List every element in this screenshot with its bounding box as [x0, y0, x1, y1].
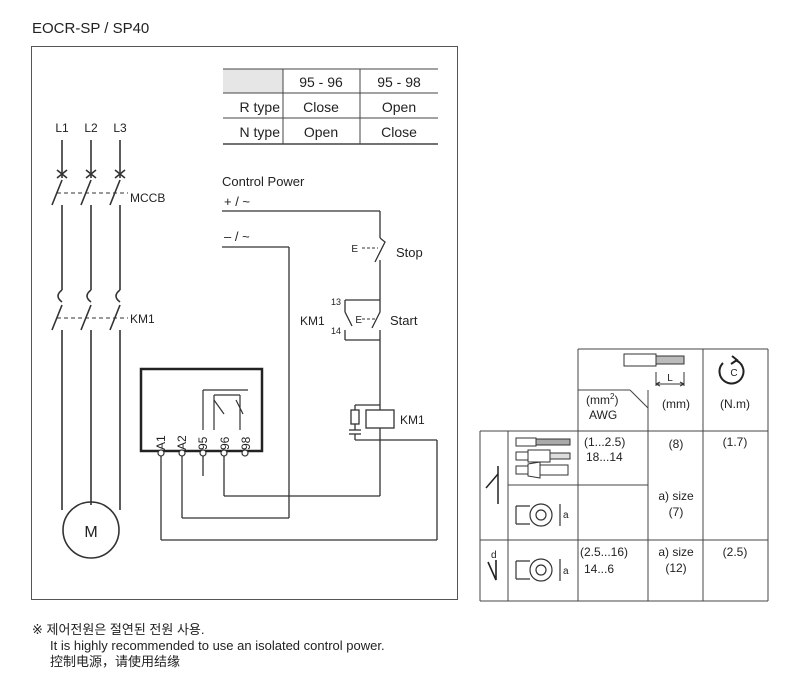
label-km1-aux: KM1	[300, 314, 325, 328]
terminal-96: 96	[218, 436, 232, 450]
screwdriver-phillips-icon	[487, 560, 497, 581]
eocr-terminal-labels: A1 A2 95 96 98	[154, 435, 253, 450]
note-chinese: 控制电源，请使用结缘	[50, 654, 181, 669]
r1-wire-mm2: (1...2.5)	[584, 435, 625, 449]
lug-a-label-2: a	[563, 566, 569, 577]
r1-strip: (8)	[669, 437, 684, 451]
ring-lug-icon-2	[515, 558, 561, 582]
lug-a-label-1: a	[563, 510, 569, 521]
r2-wire-mm2: (2.5...16)	[580, 545, 628, 559]
col-wire-header: (mm2)	[586, 392, 618, 407]
r1b-strip-size: a) size	[658, 489, 694, 503]
stripped-wire-icon	[623, 353, 685, 387]
motor-symbol	[62, 501, 120, 559]
control-wiring	[160, 210, 438, 541]
label-motor: M	[84, 524, 97, 541]
r-type-95-98: Open	[382, 99, 416, 115]
r2-strip-size: a) size	[658, 545, 694, 559]
wire-type-icons	[515, 437, 571, 479]
wire-spec-table: L C (mm2) AWG (mm) (N.m)	[479, 348, 769, 602]
row-r-type: R type	[240, 99, 281, 115]
row-n-type: N type	[240, 124, 281, 140]
label-minus: – / ~	[224, 229, 250, 244]
button-actuators	[362, 247, 378, 320]
label-mccb: MCCB	[130, 191, 165, 205]
label-l2: L2	[84, 121, 98, 135]
header-95-98: 95 - 98	[377, 74, 421, 90]
screw-d-label: d	[491, 550, 497, 561]
col-torque-header: (N.m)	[720, 397, 750, 411]
eocr-terminals	[157, 449, 249, 457]
contact-table-header-blank	[223, 69, 283, 93]
n-type-95-98: Close	[381, 124, 417, 140]
col-strip-header: (mm)	[662, 397, 690, 411]
r-type-95-96: Close	[303, 99, 339, 115]
terminal-95: 95	[196, 436, 210, 450]
label-l3: L3	[113, 121, 127, 135]
mechanical-links	[57, 192, 128, 319]
label-stop: Stop	[396, 245, 423, 260]
label-control-power: Control Power	[222, 174, 305, 189]
isolation-note: ※ 제어전원은 절연된 전원 사용. It is highly recommen…	[32, 622, 385, 670]
r2-strip-value: (12)	[665, 561, 686, 575]
n-type-95-96: Open	[304, 124, 338, 140]
label-terminal-13: 13	[331, 297, 341, 307]
strip-length-label: L	[667, 373, 673, 384]
eocr-internal-contacts	[202, 389, 248, 430]
label-plus: + / ~	[224, 194, 250, 209]
r2-wire-awg: 14...6	[584, 562, 614, 576]
label-km1-main: KM1	[130, 312, 155, 326]
header-95-96: 95 - 96	[299, 74, 343, 90]
label-e-stop: E	[351, 244, 358, 255]
terminal-a1: A1	[154, 435, 168, 450]
r2-torque: (2.5)	[723, 545, 748, 559]
label-terminal-14: 14	[331, 326, 341, 336]
label-coil-km1: KM1	[400, 413, 425, 427]
note-english: It is highly recommended to use an isola…	[50, 638, 385, 653]
diagram-title: EOCR-SP / SP40	[32, 20, 150, 37]
r1b-strip-value: (7)	[669, 505, 684, 519]
r1-torque: (1.7)	[723, 435, 748, 449]
wiring-diagram-panel	[31, 46, 458, 600]
note-korean: ※ 제어전원은 절연된 전원 사용.	[32, 622, 205, 637]
power-circuit	[51, 140, 126, 510]
label-e-start: E	[355, 315, 362, 326]
contact-table: 95 - 96 95 - 98 R type Close Open N type…	[223, 68, 438, 145]
torque-icon	[718, 355, 745, 385]
label-start: Start	[390, 313, 418, 328]
r1-wire-awg: 18...14	[586, 450, 623, 464]
terminal-a2: A2	[175, 435, 189, 450]
col-wire-awg: AWG	[589, 408, 617, 422]
torque-icon-label: C	[730, 368, 737, 379]
screwdriver-flat-icon	[485, 466, 499, 504]
ring-lug-icon-1	[515, 503, 561, 527]
terminal-98: 98	[239, 436, 253, 450]
label-l1: L1	[55, 121, 69, 135]
